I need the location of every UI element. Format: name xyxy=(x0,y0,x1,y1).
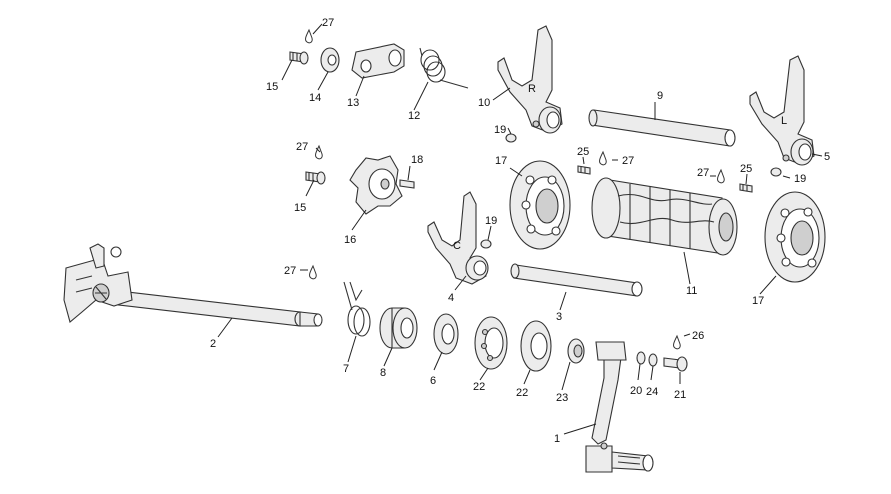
label-25-a: 25 xyxy=(577,146,589,158)
shift-fork-c: C xyxy=(427,191,489,285)
washer-14 xyxy=(320,47,340,73)
bolt-15-mid xyxy=(305,171,326,185)
fork-mark-r: R xyxy=(528,83,536,95)
label-22-b: 22 xyxy=(516,387,528,399)
part-labels: 27 15 14 13 12 10 19 9 5 19 27 18 15 16 … xyxy=(210,17,830,445)
label-27-c: 27 xyxy=(284,265,296,277)
bearing-right xyxy=(764,191,826,283)
collar-8 xyxy=(379,307,418,349)
screw-25-a xyxy=(577,165,591,175)
label-12: 12 xyxy=(408,110,420,122)
label-10: 10 xyxy=(478,97,490,109)
label-5: 5 xyxy=(824,151,830,163)
bearing-left xyxy=(509,160,571,250)
screw-25-b xyxy=(739,183,753,193)
label-14: 14 xyxy=(309,92,321,104)
label-22-a: 22 xyxy=(473,381,485,393)
label-26: 26 xyxy=(692,330,704,342)
bearing-23 xyxy=(567,338,585,364)
label-27-b: 27 xyxy=(296,141,308,153)
nut-19-b xyxy=(480,239,492,249)
label-6: 6 xyxy=(430,375,436,387)
shift-lever-1 xyxy=(585,341,654,473)
label-19-c: 19 xyxy=(794,173,806,185)
label-27-a: 27 xyxy=(322,17,334,29)
label-17-a: 17 xyxy=(495,155,507,167)
label-16: 16 xyxy=(344,234,356,246)
shift-drum xyxy=(591,177,738,256)
spring-7 xyxy=(343,281,371,337)
label-13: 13 xyxy=(347,97,359,109)
label-27-d: 27 xyxy=(622,155,634,167)
bolt-15-top xyxy=(289,51,309,65)
label-23: 23 xyxy=(556,392,568,404)
label-9: 9 xyxy=(657,90,663,102)
leader-lines xyxy=(217,23,823,435)
label-4: 4 xyxy=(448,292,454,304)
washer-24 xyxy=(648,353,658,367)
nut-19-a xyxy=(505,133,517,143)
label-21: 21 xyxy=(674,389,686,401)
label-19-a: 19 xyxy=(494,124,506,136)
shift-fork-rod-lower xyxy=(510,263,643,297)
label-15-a: 15 xyxy=(266,81,278,93)
oil-drop-icon xyxy=(305,28,725,350)
label-2: 2 xyxy=(210,338,216,350)
label-25-b: 25 xyxy=(740,163,752,175)
shift-fork-l: L xyxy=(749,55,815,166)
spring-12 xyxy=(419,47,469,89)
label-15-b: 15 xyxy=(294,202,306,214)
bolt-21 xyxy=(663,356,688,372)
label-18: 18 xyxy=(411,154,423,166)
label-19-b: 19 xyxy=(485,215,497,227)
shift-fork-r: R xyxy=(497,25,563,134)
label-11: 11 xyxy=(686,285,697,297)
shift-cam-16 xyxy=(349,155,403,215)
label-3: 3 xyxy=(556,311,562,323)
bearing-22-a xyxy=(474,316,508,370)
label-17-b: 17 xyxy=(752,295,764,307)
lever-13 xyxy=(351,43,405,79)
fork-mark-c: C xyxy=(453,240,461,252)
fork-mark-l: L xyxy=(781,115,787,127)
label-24: 24 xyxy=(646,386,658,398)
label-20: 20 xyxy=(630,385,642,397)
label-1: 1 xyxy=(554,433,560,445)
label-27-e: 27 xyxy=(697,167,709,179)
gearshift-shaft xyxy=(63,243,323,327)
label-7: 7 xyxy=(343,363,349,375)
shift-fork-rod-upper xyxy=(588,109,736,147)
nut-19-c xyxy=(770,167,782,177)
pin-18 xyxy=(399,179,415,189)
washer-6 xyxy=(433,313,459,355)
washer-20 xyxy=(636,351,646,365)
label-8: 8 xyxy=(380,367,386,379)
bearing-22-b xyxy=(520,320,552,372)
